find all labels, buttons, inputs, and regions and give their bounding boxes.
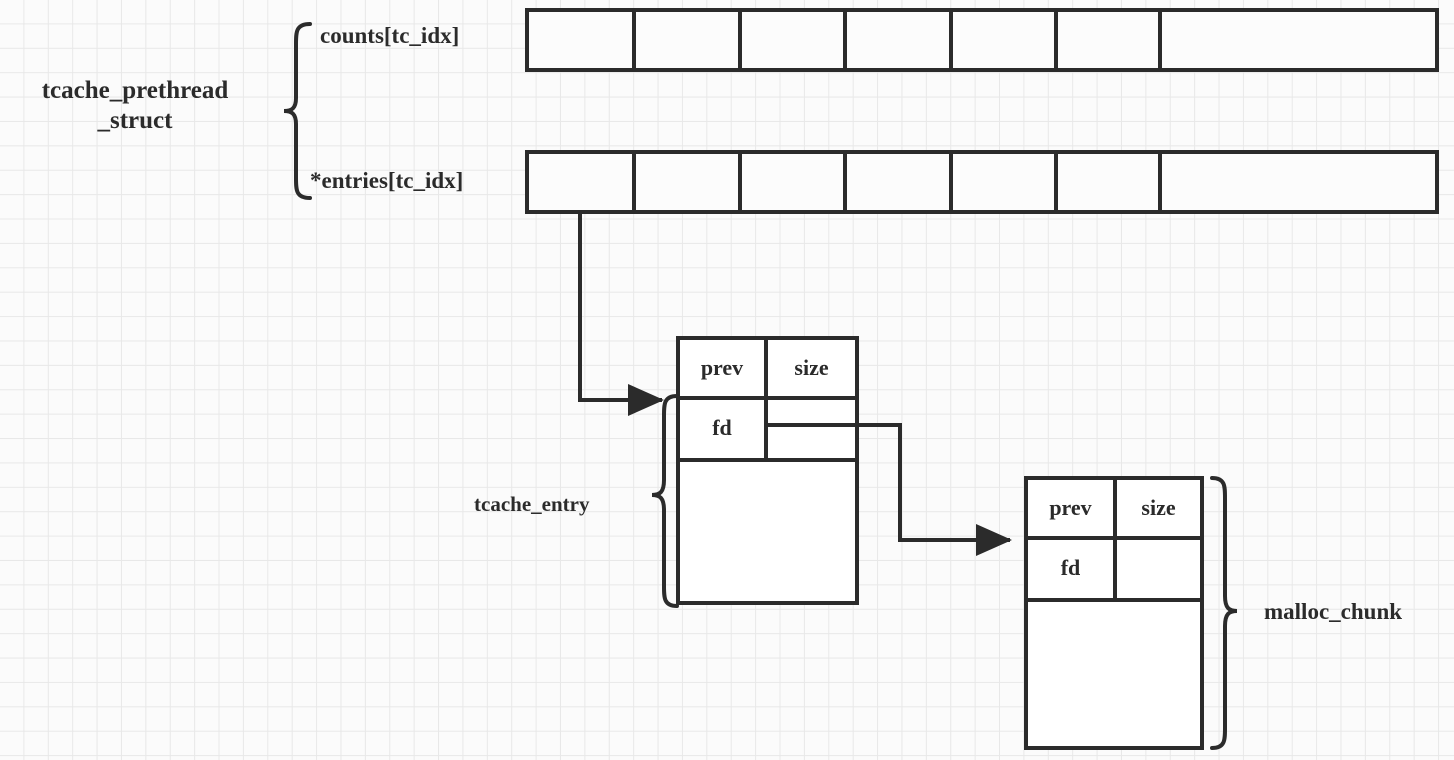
malloc-chunk-brace bbox=[1210, 476, 1238, 750]
counts-array-label: counts[tc_idx] bbox=[320, 23, 460, 48]
first-chunk bbox=[676, 336, 859, 605]
entries-array bbox=[525, 150, 1439, 214]
first-chunk-fd-label: fd bbox=[712, 415, 732, 440]
struct-name-label: tcache_prethread _struct bbox=[41, 77, 229, 134]
entries-to-chunk-connector bbox=[578, 212, 664, 416]
tcache-entry-label: tcache_entry bbox=[474, 492, 590, 516]
first-chunk-prev-label: prev bbox=[700, 355, 744, 380]
struct-brace bbox=[283, 22, 312, 200]
second-chunk-size-label: size bbox=[1141, 495, 1176, 520]
second-chunk-prev-label: prev bbox=[1049, 495, 1092, 520]
malloc-chunk-label: malloc_chunk bbox=[1264, 599, 1403, 624]
tcache-entry-brace bbox=[651, 394, 679, 608]
second-chunk bbox=[1024, 476, 1204, 750]
second-chunk-fd-label: fd bbox=[1060, 555, 1081, 580]
first-chunk-size-label: size bbox=[794, 355, 829, 380]
entries-array-label: *entries[tc_idx] bbox=[310, 168, 464, 193]
counts-array bbox=[525, 8, 1439, 72]
fd-to-second-chunk-connector bbox=[857, 423, 1012, 556]
